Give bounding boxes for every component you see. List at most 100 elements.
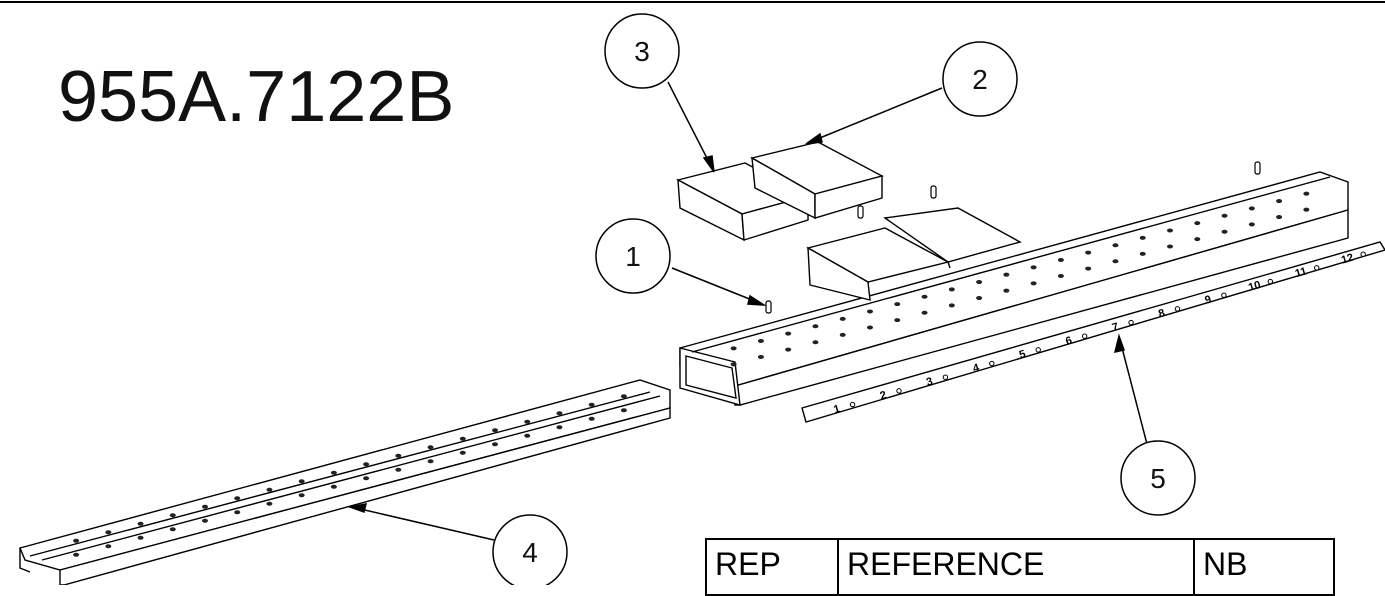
hole [839, 332, 846, 337]
drawing-title: 955A.7122B [58, 57, 455, 137]
hole [427, 445, 434, 450]
hole [266, 487, 273, 492]
hole [169, 513, 176, 518]
strip-number-1: 1 [832, 403, 841, 416]
strip-number-2: 2 [879, 389, 888, 402]
hole [73, 552, 80, 557]
hole [137, 521, 144, 526]
hole [588, 402, 595, 407]
hole [234, 496, 241, 501]
hole [169, 527, 176, 532]
strip-number-9: 9 [1204, 294, 1213, 307]
hole [1003, 272, 1010, 277]
part-2-bracket [750, 141, 884, 220]
hole [266, 501, 273, 506]
hole [363, 462, 370, 467]
hole [976, 280, 983, 285]
hole [812, 340, 819, 345]
strip-hole [1360, 251, 1366, 257]
hole [1221, 213, 1228, 218]
hole [202, 504, 208, 509]
hole [730, 362, 737, 367]
hole [588, 416, 595, 421]
hole [137, 535, 144, 540]
callout-2-label: 2 [972, 64, 988, 95]
part-1-holes [730, 191, 1310, 367]
hole [620, 394, 627, 399]
hole [1221, 229, 1228, 234]
hole [976, 296, 983, 301]
part-plates [806, 207, 1022, 301]
hole [73, 538, 80, 543]
hole [1167, 228, 1173, 233]
hole [1139, 235, 1146, 240]
hole [1112, 259, 1119, 264]
hole [105, 544, 112, 549]
hole [1248, 206, 1255, 211]
strip-number-12: 12 [1340, 252, 1355, 267]
hole [363, 476, 370, 481]
callout-5-circle [1120, 440, 1196, 516]
hole [1085, 250, 1092, 255]
hole [1003, 288, 1010, 293]
callout-1-label: 1 [625, 241, 641, 272]
hole [1248, 222, 1255, 227]
hole [730, 346, 737, 351]
hole [757, 338, 764, 343]
table-header-reference: REFERENCE [837, 538, 1195, 596]
callout-1-circle [595, 218, 671, 294]
hole [620, 408, 627, 413]
parts-table-header-row: REP REFERENCE NB [705, 538, 1335, 596]
hole [921, 294, 928, 299]
hole [330, 484, 337, 489]
hole [894, 318, 901, 323]
table-header-nb: NB [1193, 538, 1335, 596]
hole [1030, 281, 1037, 286]
leader-lines [347, 81, 1149, 541]
strip-number-11: 11 [1294, 265, 1308, 280]
strip-number-4: 4 [971, 362, 981, 375]
hole [524, 433, 531, 438]
callout-3-circle [604, 13, 680, 89]
strip-hole [849, 401, 856, 408]
strip-number-7: 7 [1111, 321, 1120, 334]
hole [1139, 251, 1146, 256]
hole [395, 453, 402, 458]
strip-hole [989, 360, 995, 367]
hole [492, 428, 498, 433]
hole [785, 331, 792, 336]
hole [298, 493, 305, 498]
hole [1303, 191, 1310, 196]
hole [524, 419, 531, 424]
hole [948, 303, 955, 308]
strip-hole [942, 374, 949, 380]
hole [1112, 243, 1119, 248]
hole [921, 310, 928, 315]
hole [298, 479, 305, 484]
strip-hole [1128, 319, 1134, 326]
strip-hole [1221, 292, 1227, 298]
hole [948, 287, 955, 292]
part-1-tube [679, 171, 1349, 406]
hole [1057, 273, 1064, 278]
strip-number-8: 8 [1157, 307, 1166, 320]
pins [765, 161, 1261, 314]
callout-5-label: 5 [1150, 463, 1166, 494]
hole [785, 347, 792, 352]
hole [556, 411, 563, 416]
hole [867, 309, 873, 314]
hole [459, 450, 466, 455]
callout-2-circle [942, 41, 1018, 117]
hole [894, 302, 901, 307]
parts-table: REP REFERENCE NB [705, 538, 1335, 596]
strip-number-3: 3 [925, 376, 934, 389]
hole [867, 325, 873, 330]
hole [395, 467, 402, 472]
hole [812, 324, 819, 329]
hole [1194, 221, 1201, 226]
hole [839, 316, 846, 321]
strip-number-6: 6 [1064, 335, 1073, 348]
hole [556, 425, 563, 430]
